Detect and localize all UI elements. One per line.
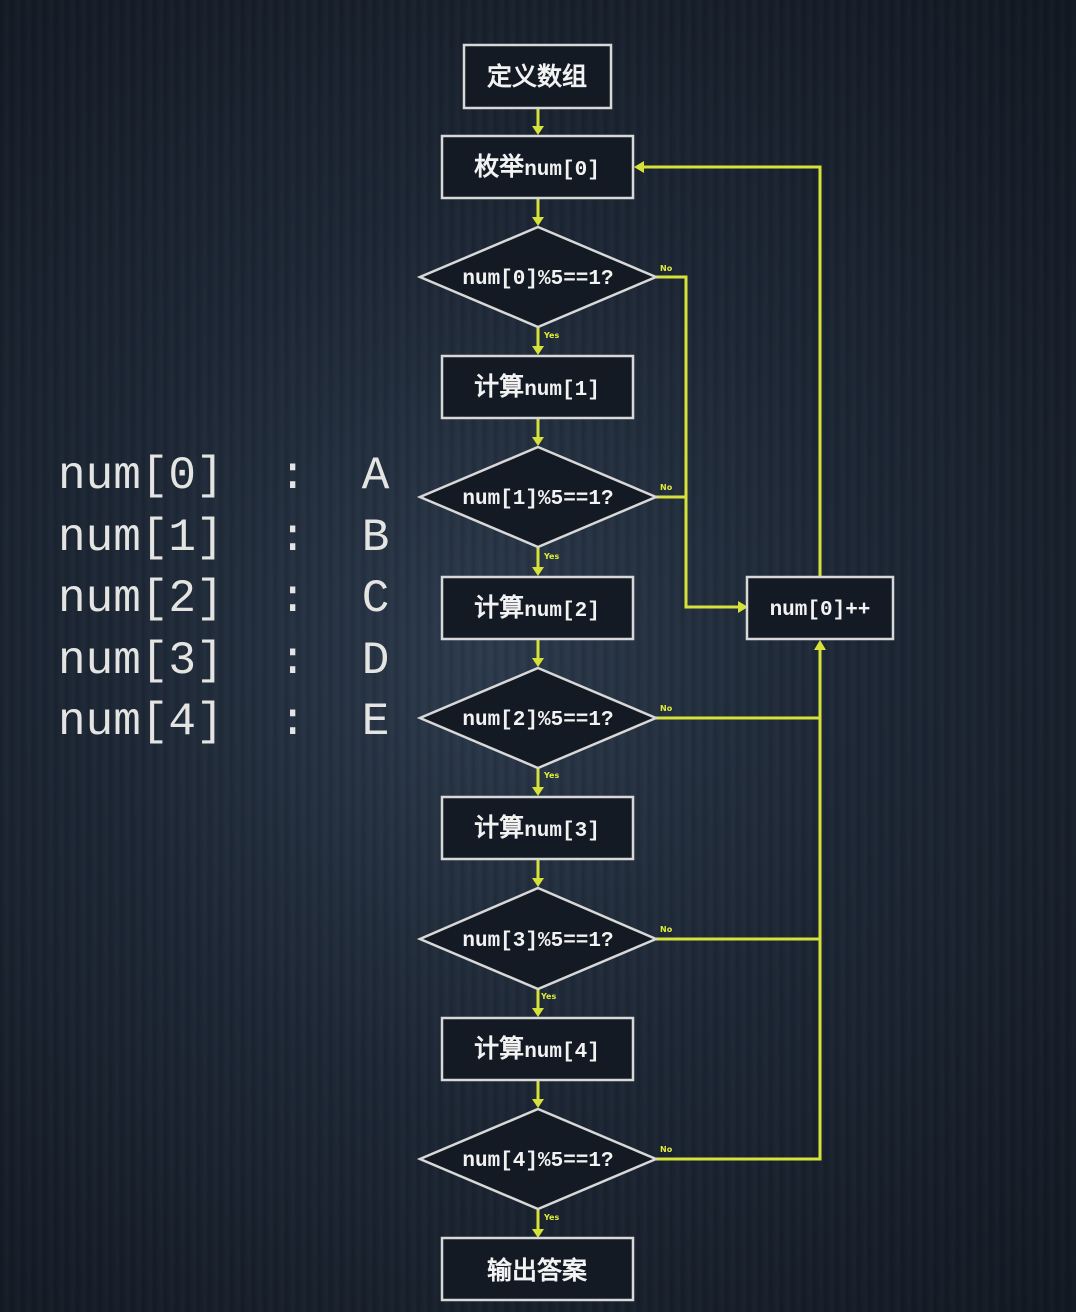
decision-node: num[3]%5==1?: [416, 886, 660, 991]
arrowhead: [532, 126, 544, 135]
decision-node: num[0]%5==1?: [416, 225, 660, 329]
legend-row: num[3] : D: [58, 631, 389, 693]
connectors: [532, 108, 826, 1238]
yes-label: Yes: [540, 992, 556, 1001]
arrowhead: [532, 658, 544, 667]
compute-code: num[1]: [524, 379, 600, 402]
legend-var: num[3]: [58, 634, 224, 687]
decision-label: num[4]%5==1?: [462, 1150, 613, 1173]
legend-sep: :: [278, 634, 307, 687]
legend-row: num[4] : E: [58, 692, 389, 754]
enumerate-node: 枚举num[0]: [440, 134, 635, 200]
legend-row: num[1] : B: [58, 508, 389, 570]
legend-sep: :: [278, 511, 307, 564]
arrowhead: [532, 787, 544, 796]
legend-var: num[1]: [58, 511, 224, 564]
yes-label: Yes: [543, 331, 559, 340]
compute-label: 计算num[2]: [474, 593, 600, 623]
no-label: No: [660, 925, 673, 934]
arrowhead: [532, 1008, 544, 1017]
compute-zh: 计算: [474, 1034, 524, 1063]
compute-zh: 计算: [474, 593, 524, 622]
arrowhead: [634, 161, 644, 173]
compute-label: 计算num[4]: [474, 1034, 600, 1064]
decision-label: num[1]%5==1?: [462, 488, 613, 511]
start-node: 定义数组: [462, 43, 613, 110]
legend-var: num[0]: [58, 450, 224, 502]
legend-letter: B: [361, 511, 390, 564]
output-node-label: 输出答案: [487, 1256, 588, 1285]
legend-sep: :: [278, 450, 307, 502]
no-label: No: [660, 704, 673, 713]
legend-sep: :: [278, 696, 307, 748]
enumerate-zh: 枚举: [474, 152, 525, 181]
legend-var: num[2]: [58, 573, 224, 625]
yes-label: Yes: [543, 552, 559, 561]
no-label: No: [660, 1145, 673, 1154]
no-label: No: [660, 264, 673, 273]
enumerate-code: num[0]: [524, 159, 600, 182]
output-node: 输出答案: [440, 1236, 635, 1302]
arrowhead: [532, 1229, 544, 1238]
decision-node: num[4]%5==1?: [416, 1107, 660, 1211]
decision-label: num[0]%5==1?: [462, 268, 613, 291]
compute-label: 计算num[3]: [474, 813, 600, 843]
legend-letter: E: [361, 696, 390, 748]
legend-row: num[2] : C: [58, 569, 389, 631]
no-label: No: [660, 483, 673, 492]
compute-code: num[2]: [524, 600, 600, 623]
loop-connector: [642, 165, 822, 576]
yes-label: Yes: [543, 771, 559, 780]
compute-node: 计算num[2]: [440, 575, 635, 641]
enumerate-node-label: 枚举num[0]: [474, 152, 600, 182]
no-connector: [656, 648, 822, 1161]
legend-sep: :: [278, 573, 307, 625]
decision-label: num[2]%5==1?: [462, 709, 613, 732]
compute-label: 计算num[1]: [474, 372, 600, 402]
no-connector: [656, 275, 740, 609]
compute-node: 计算num[1]: [440, 354, 635, 420]
legend-letter: A: [361, 450, 390, 502]
increment-label: num[0]++: [770, 599, 871, 622]
compute-zh: 计算: [474, 372, 524, 401]
arrowhead: [532, 567, 544, 576]
arrowhead: [532, 878, 544, 887]
compute-code: num[3]: [524, 820, 600, 843]
decision-label: num[3]%5==1?: [462, 930, 613, 953]
decision-node: num[2]%5==1?: [416, 666, 660, 770]
arrowhead: [738, 601, 748, 613]
start-node-label: 定义数组: [487, 62, 587, 91]
compute-zh: 计算: [474, 813, 524, 842]
legend-letter: D: [361, 634, 390, 687]
compute-code: num[4]: [524, 1041, 600, 1064]
arrowhead: [532, 217, 544, 226]
arrowhead: [532, 1099, 544, 1108]
compute-node: 计算num[4]: [440, 1016, 635, 1082]
legend-letter: C: [361, 573, 390, 625]
variable-legend: num[0] : A num[1] : B num[2] : C num[3] …: [58, 446, 389, 754]
arrowhead: [814, 640, 826, 650]
arrowhead: [532, 346, 544, 355]
legend-row: num[0] : A: [58, 446, 389, 508]
branch-labels: Yes Yes Yes Yes Yes No No No No No: [540, 264, 673, 1222]
arrowhead: [532, 437, 544, 446]
compute-node: 计算num[3]: [440, 795, 635, 861]
yes-label: Yes: [543, 1213, 559, 1222]
decision-node: num[1]%5==1?: [416, 445, 660, 549]
legend-var: num[4]: [58, 696, 224, 748]
increment-node: num[0]++: [745, 575, 895, 641]
